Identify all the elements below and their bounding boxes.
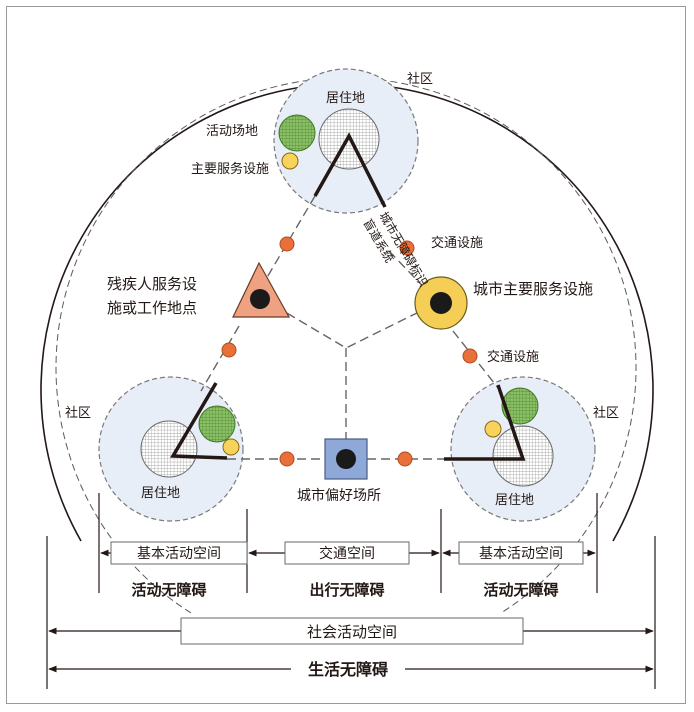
basic-space-right-label: 基本活动空间 [479,545,563,562]
barrier-free-path-right [444,384,526,461]
green-circle-right [501,387,539,425]
residence-top-label: 居住地 [326,91,365,106]
diagram-canvas: 社区 居住地 活动场地 主要服务设施 城市无障碍标识 盲道系统 交通设施 城市主… [40,68,656,689]
transport-dot [221,342,237,358]
preferred-place-dot [336,449,356,469]
residence-right-label: 居住地 [495,493,534,508]
community-right-label: 社区 [593,405,619,421]
disabled-service-dot [250,289,270,309]
travel-bf-label: 出行无障碍 [309,581,384,599]
transport-upper-label: 交通设施 [431,235,483,251]
basic-space-box-right [458,541,584,565]
transport-dot [399,240,415,256]
basic-space-left-label: 基本活动空间 [137,545,221,562]
inner-dashed-circle [55,77,637,614]
social-space-label: 社会活动空间 [307,623,397,641]
activity-bf-left-label: 活动无障碍 [131,581,206,599]
scale-arrows [48,549,654,673]
basic-space-box-left [110,541,248,565]
life-bf-label: 生活无障碍 [308,660,388,679]
activity-site-label: 活动场地 [206,124,258,139]
diagram-frame: 社区 居住地 活动场地 主要服务设施 城市无障碍标识 盲道系统 交通设施 城市主… [6,6,686,704]
disabled-service-label-2: 施或工作地点 [107,299,197,317]
yellow-circle-left [222,438,240,456]
disabled-service-label-1: 残疾人服务设 [107,275,197,293]
main-service-label: 主要服务设施 [191,161,269,177]
transport-dot [279,236,295,252]
activity-bf-right-label: 活动无障碍 [483,581,558,599]
traffic-space-box [284,541,410,565]
community-left-label: 社区 [65,405,91,421]
social-space-box [180,617,524,645]
transport-lower-label: 交通设施 [487,349,539,365]
barrier-free-path-left [170,382,228,460]
community-top-label: 社区 [407,71,433,87]
barrier-free-path-top [313,132,387,208]
city-main-service-label: 城市主要服务设施 [473,280,593,298]
city-preferred-label: 城市偏好场所 [297,487,381,504]
green-circle-left [198,405,236,443]
residence-left-label: 居住地 [141,486,180,501]
life-bf-box [291,657,405,681]
residence-circle-left [140,420,198,478]
yellow-circle-right [484,420,502,438]
main-service-small-circle [281,152,299,170]
transport-dot [397,451,413,467]
activity-site-circle [278,114,316,152]
traffic-space-label: 交通空间 [319,545,375,562]
city-service-dot [430,292,452,314]
transport-dots [221,236,478,467]
transport-dot [279,451,295,467]
transport-dot [462,348,478,364]
